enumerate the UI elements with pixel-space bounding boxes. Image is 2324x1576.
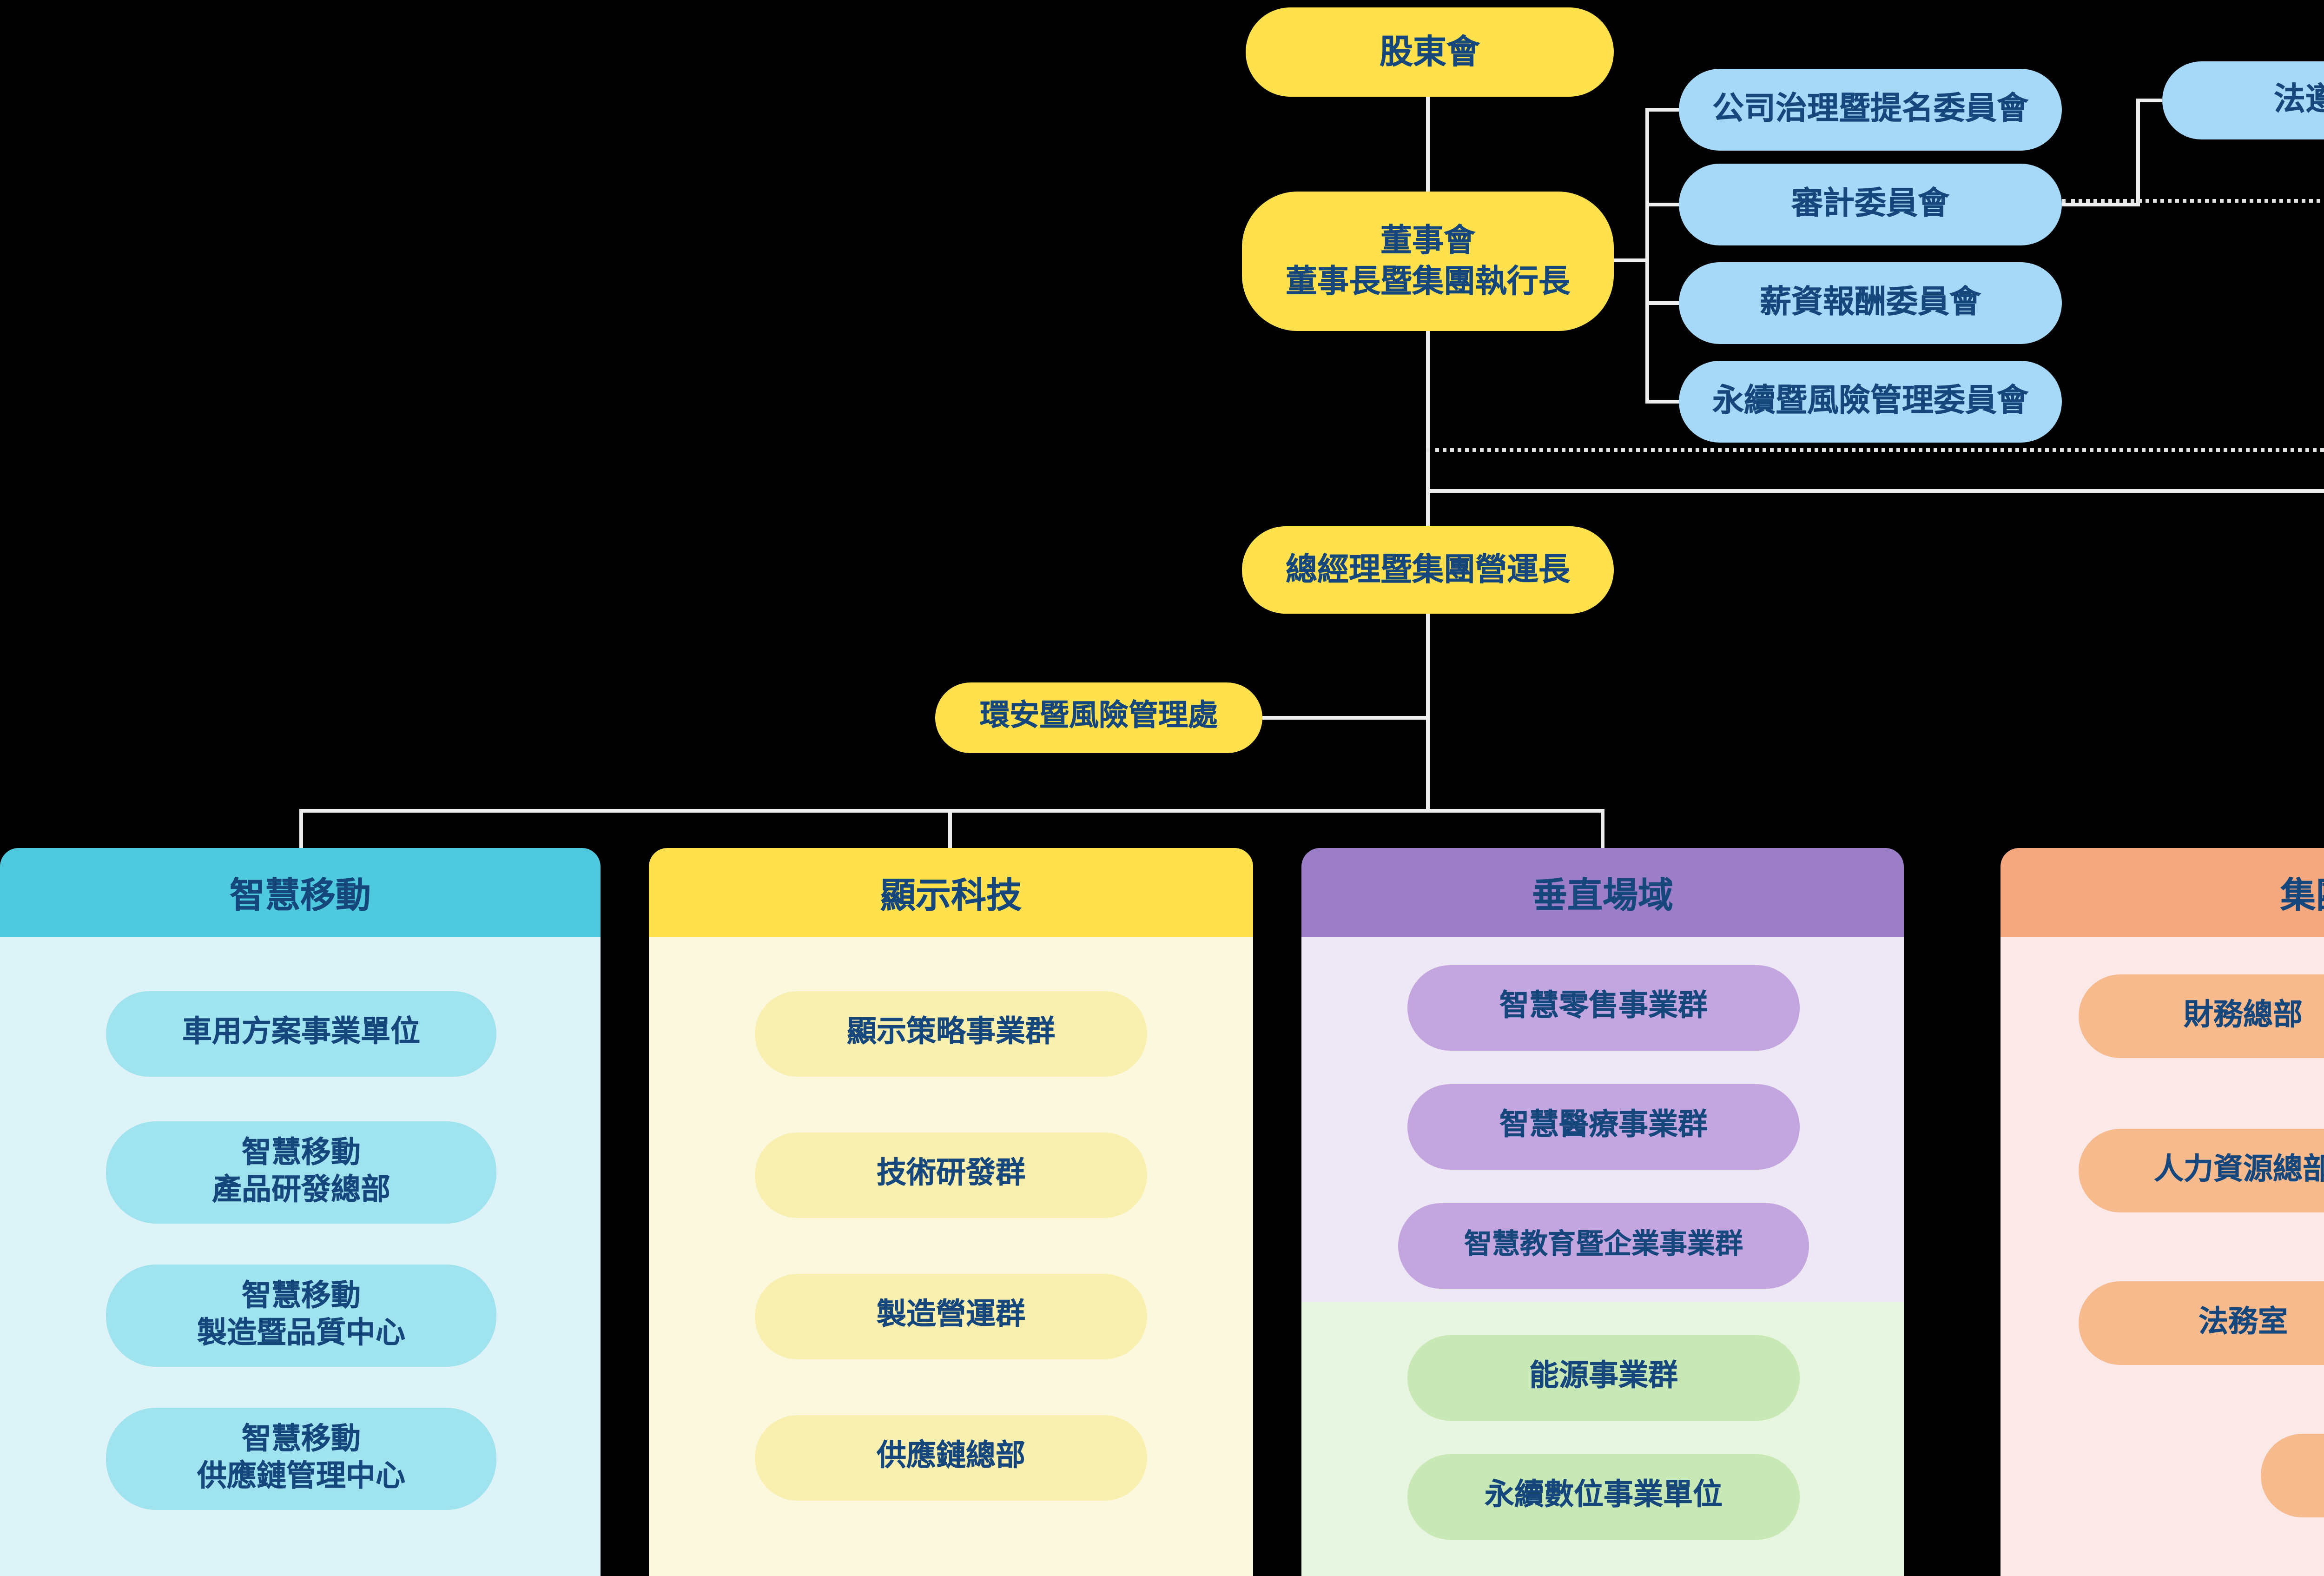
node-committee-sustainability-risk: 永續暨風險管理委員會 [1679, 361, 2062, 443]
connector-stub-smart-mobility [299, 809, 303, 852]
panel-vertical-domains-header: 垂直場域 [1301, 848, 1904, 937]
connector-branch-horizontal [301, 809, 1603, 813]
connector-board-president [1426, 331, 1430, 526]
connector-support-horizontal [1426, 489, 2324, 493]
unit-sm-product-rd: 智慧移動 產品研發總部 [106, 1121, 496, 1224]
connector-bracket-stub-1 [1645, 108, 1679, 112]
panel-group-support-header: 集團營運支援單位 [2000, 848, 2324, 937]
unit-automotive-solutions: 車用方案事業單位 [106, 991, 496, 1077]
unit-line2: 製造暨品質中心 [197, 1318, 405, 1349]
board-subtitle: 董事長暨集團執行長 [1286, 263, 1570, 298]
unit-sm-manufacturing-quality: 智慧移動 製造暨品質中心 [106, 1265, 496, 1367]
unit-smart-retail: 智慧零售事業群 [1407, 965, 1800, 1051]
connector-shareholders-board [1426, 97, 1430, 192]
connector-compliance-stub [2136, 99, 2162, 102]
node-board: 董事會 董事長暨集團執行長 [1242, 192, 1614, 331]
connector-bracket-stub-3 [1645, 301, 1679, 305]
node-committee-compensation: 薪資報酬委員會 [1679, 262, 2062, 344]
node-committee-governance: 公司治理暨提名委員會 [1679, 69, 2062, 151]
unit-energy: 能源事業群 [1407, 1335, 1800, 1421]
unit-sm-supply-chain: 智慧移動 供應鏈管理中心 [106, 1408, 496, 1510]
connector-president-branch [1426, 614, 1430, 811]
board-title: 董事會 [1380, 224, 1475, 259]
connector-board-bracket [1614, 258, 1647, 262]
unit-tech-rd: 技術研發群 [755, 1132, 1147, 1218]
dotted-compliance-to-trunk [1426, 448, 2324, 452]
node-shareholders: 股東會 [1246, 7, 1614, 97]
unit-audit-office: 稽核管理處 [2261, 1434, 2324, 1517]
node-ehs-office: 環安暨風險管理處 [935, 682, 1262, 753]
unit-manufacturing-ops: 製造營運群 [755, 1274, 1147, 1359]
unit-line1: 智慧移動 [241, 1424, 361, 1455]
connector-audit-compliance [2136, 99, 2140, 206]
connector-stub-display-tech [948, 809, 952, 852]
node-president: 總經理暨集團營運長 [1242, 526, 1614, 614]
unit-smart-medical: 智慧醫療事業群 [1407, 1084, 1800, 1170]
connector-ehs [1262, 716, 1426, 720]
unit-line2: 供應鏈管理中心 [197, 1461, 405, 1492]
panel-smart-mobility-header: 智慧移動 [0, 848, 601, 937]
connector-bracket-stub-2 [1645, 203, 1679, 206]
connector-bracket-stub-4 [1645, 400, 1679, 404]
connector-audit-horizontal [2062, 203, 2138, 206]
panel-display-tech-header: 顯示科技 [649, 848, 1253, 937]
unit-finance-hq: 財務總部 [2079, 974, 2324, 1058]
unit-display-strategy: 顯示策略事業群 [755, 991, 1147, 1077]
connector-stub-vertical-domains [1601, 809, 1604, 852]
node-compliance-counsel: 法遵總顧問 [2162, 61, 2324, 139]
unit-hr-hq: 人力資源總部 [2079, 1129, 2324, 1212]
node-committee-audit: 審計委員會 [1679, 164, 2062, 245]
connector-bracket-vertical [1645, 108, 1649, 404]
unit-smart-education-enterprise: 智慧教育暨企業事業群 [1398, 1203, 1809, 1289]
unit-line1: 智慧移動 [241, 1280, 361, 1312]
dotted-audit-right [2062, 199, 2324, 203]
unit-legal-office: 法務室 [2079, 1281, 2324, 1365]
unit-supply-chain-hq: 供應鏈總部 [755, 1415, 1147, 1501]
unit-sustainable-digital: 永續數位事業單位 [1407, 1454, 1800, 1540]
unit-line1: 智慧移動 [241, 1137, 361, 1169]
unit-line2: 產品研發總部 [211, 1174, 390, 1206]
